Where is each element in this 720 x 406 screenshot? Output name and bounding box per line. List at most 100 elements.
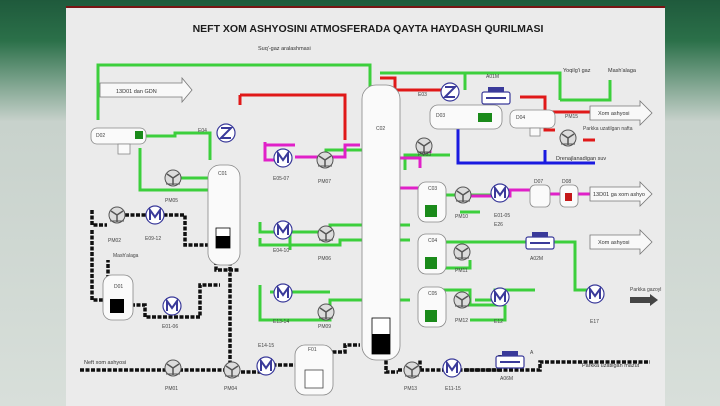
vessel-d02 xyxy=(90,127,147,155)
label-e09-12: E09-12 xyxy=(145,236,161,242)
hx-e01-05 xyxy=(490,183,510,203)
label-c01: C01 xyxy=(218,171,227,177)
pumps xyxy=(108,129,577,379)
hx-e09-12 xyxy=(145,205,165,225)
label-pm05: PM05 xyxy=(165,198,178,204)
vessel-f01 xyxy=(294,344,334,396)
vessel-c02 xyxy=(361,84,401,361)
hx-e05-07 xyxy=(273,148,293,168)
vessel-c01 xyxy=(207,164,241,266)
pump-pm15 xyxy=(559,129,577,147)
label-pm15: PM15 xyxy=(565,114,578,120)
stream-xom-ashyosi-1: Xom ashyosi xyxy=(598,111,630,117)
vessel-d08 xyxy=(559,184,579,208)
label-e01-05: E01-05 xyxy=(494,213,510,219)
label-e04-10: E04-10 xyxy=(273,248,289,254)
arrow-to-13d01 xyxy=(589,181,653,207)
label-pm03: PM03 xyxy=(418,152,431,158)
pump-pm05 xyxy=(164,169,182,187)
cooler-a06m xyxy=(495,350,525,369)
heat-exchangers xyxy=(145,82,605,378)
label-d02: D02 xyxy=(96,133,105,139)
pump-pm01 xyxy=(164,359,182,377)
label-d01: D01 xyxy=(114,284,123,290)
label-f01: F01 xyxy=(308,347,317,353)
pump-pm10 xyxy=(454,186,472,204)
vessel-d01 xyxy=(102,274,134,321)
pump-pm11 xyxy=(453,243,471,261)
hx-e13-14 xyxy=(273,283,293,303)
arrow-parkka-gazoyl xyxy=(630,294,658,306)
hx-e01-06 xyxy=(162,296,182,316)
stream-mashalaga-left: Mash'alaga xyxy=(113,253,139,259)
label-pm04: PM04 xyxy=(224,386,237,392)
label-d07: D07 xyxy=(534,179,543,185)
vessel-c03 xyxy=(417,181,447,223)
hx-e04-10 xyxy=(273,220,293,240)
vessel-c05 xyxy=(417,286,447,328)
hx-e04 xyxy=(216,123,236,143)
arrow-xom-ashyosi-2 xyxy=(589,229,653,255)
pump-pm02 xyxy=(108,206,126,224)
label-a01m: A01M xyxy=(486,74,499,80)
label-pm10: PM10 xyxy=(455,214,468,220)
label-e01-06: E01-06 xyxy=(162,324,178,330)
arrow-xom-ashyosi-1 xyxy=(589,100,653,126)
arrow-gdn-in xyxy=(99,76,193,104)
label-pm09: PM09 xyxy=(318,324,331,330)
label-c04: C04 xyxy=(428,238,437,244)
vessel-d07 xyxy=(529,184,551,208)
label-e14-15: E14-15 xyxy=(258,343,274,349)
label-e12: E12 xyxy=(494,319,503,325)
label-pm01: PM01 xyxy=(165,386,178,392)
stream-parkka-mazut: Parkka uzatilgan mazut xyxy=(582,363,640,369)
label-c05: C05 xyxy=(428,291,437,297)
cooler-a02m xyxy=(525,231,555,250)
pipe-blue-network xyxy=(456,105,595,165)
pump-pm06 xyxy=(317,225,335,243)
hx-e12 xyxy=(490,287,510,307)
stream-gdn-in: 13D01 dan GDN xyxy=(116,89,157,95)
label-e03: E03 xyxy=(418,92,427,98)
label-yoqilgi-gaz: Yoqilg'i gaz xyxy=(563,68,591,74)
label-e26: E26 xyxy=(494,222,503,228)
label-pm12: PM12 xyxy=(455,318,468,324)
hx-e14-15 xyxy=(256,356,276,376)
label-c02: C02 xyxy=(376,126,385,132)
stream-drenaj: Drenajlanadigan suv xyxy=(556,156,606,162)
stream-xom-ashyosi-2: Xom ashyosi xyxy=(598,240,630,246)
pump-pm12 xyxy=(453,291,471,309)
label-e04: E04 xyxy=(198,128,207,134)
label-pm11: PM11 xyxy=(455,268,468,274)
label-d03: D03 xyxy=(436,113,445,119)
label-mashalaga-top: Mash'alaga xyxy=(608,68,637,74)
vessel-d04 xyxy=(509,109,556,137)
label-suyuq-gaz: Suq'-gaz aralashmasi xyxy=(258,46,311,52)
pump-pm09 xyxy=(317,303,335,321)
pump-pm04 xyxy=(223,361,241,379)
stream-to-13d01: 13D01 ga xom ashyo xyxy=(593,192,645,198)
label-pm07: PM07 xyxy=(318,179,331,185)
stream-parkka-gazoyl: Parkka gazoyl xyxy=(630,287,661,293)
stream-arrows xyxy=(99,76,658,306)
label-a06m: A06M xyxy=(500,376,513,382)
label-d08: D08 xyxy=(562,179,571,185)
label-pm02: PM02 xyxy=(108,238,121,244)
stream-parkka-nafta: Parkka uzatilgan nafta xyxy=(583,126,633,132)
pump-pm13 xyxy=(403,361,421,379)
label-pm13: PM13 xyxy=(404,386,417,392)
label-a02m: A02M xyxy=(530,256,543,262)
cooler-a01m xyxy=(481,86,511,105)
label-pm06: PM06 xyxy=(318,256,331,262)
vessel-d03 xyxy=(429,104,503,130)
label-c03: C03 xyxy=(428,186,437,192)
label-e13-14: E13-14 xyxy=(273,319,289,325)
vessel-c04 xyxy=(417,233,447,275)
label-d04: D04 xyxy=(516,115,525,121)
pump-pm07 xyxy=(316,151,334,169)
hx-e03 xyxy=(440,82,460,102)
stream-neft-in: Neft xom ashyosi xyxy=(84,360,126,366)
label-a: A xyxy=(530,350,534,356)
label-e05-07: E05-07 xyxy=(273,176,289,182)
